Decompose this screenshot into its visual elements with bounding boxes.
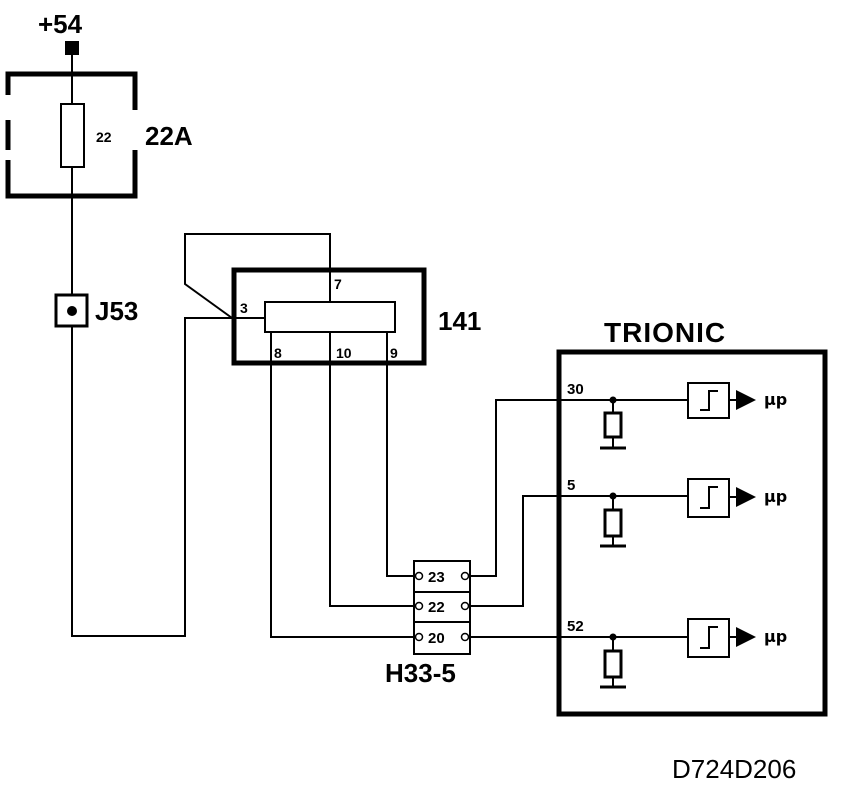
- module-141-pin-3: 3: [240, 300, 248, 316]
- h33-pin-20: 20: [428, 630, 445, 647]
- fuse-box: 22 22A: [5, 71, 193, 199]
- connector-h33-5: 23 22 20 H33-5: [385, 560, 471, 688]
- h33-pin-22: 22: [428, 599, 445, 616]
- wire-pin10-h33-22: [329, 332, 414, 607]
- trionic-output-5: μp: [764, 487, 787, 506]
- wire-h33-22-trionic-5: [469, 495, 613, 607]
- module-141-pin-10: 10: [336, 345, 352, 361]
- h33-pin-23: 23: [428, 569, 445, 586]
- wire-pin9-h33-23: [386, 332, 414, 577]
- j53-label: J53: [95, 296, 138, 326]
- module-141-pin-8: 8: [274, 345, 282, 361]
- trionic-input-30: 30 μp: [567, 381, 787, 450]
- trionic-input-52: 52 μp: [567, 618, 787, 689]
- supply-label: +54: [38, 9, 83, 39]
- trionic-input-5: 5 μp: [567, 477, 787, 548]
- trionic-output-52: μp: [764, 627, 787, 646]
- fuse-name: 22A: [145, 121, 193, 151]
- module-141-pin-7: 7: [334, 276, 342, 292]
- trionic-pin-52: 52: [567, 618, 584, 635]
- connector-j53: J53: [54, 293, 138, 328]
- trionic-unit: TRIONIC: [556, 317, 828, 717]
- supply-wire: [71, 55, 232, 637]
- fuse-pin-label: 22: [96, 129, 112, 145]
- h33-5-name: H33-5: [385, 658, 456, 688]
- module-141-element: [264, 301, 396, 333]
- fuse-element: [60, 103, 85, 168]
- drawing-code: D724D206: [672, 754, 796, 784]
- module-141-name: 141: [438, 306, 481, 336]
- trionic-name: TRIONIC: [604, 317, 726, 348]
- wire-h33-23-trionic-30: [469, 399, 613, 577]
- supply-terminal: [65, 41, 79, 55]
- wire-pin8-h33-20: [270, 332, 414, 638]
- trionic-pin-5: 5: [567, 477, 575, 494]
- trionic-pin-30: 30: [567, 381, 584, 398]
- module-141-pin-9: 9: [390, 345, 398, 361]
- trionic-output-30: μp: [764, 390, 787, 409]
- loop-wire: [184, 233, 331, 319]
